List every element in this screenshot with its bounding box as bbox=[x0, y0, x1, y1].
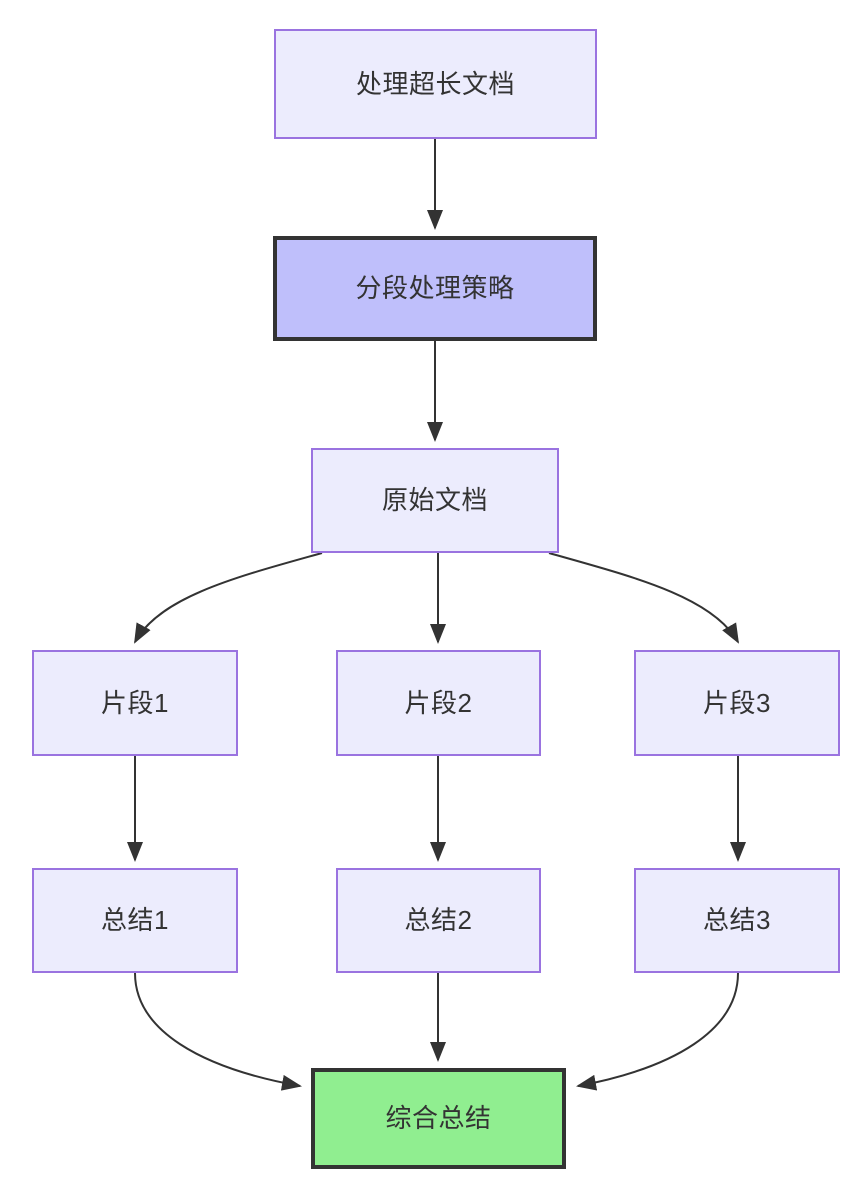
edge-n9-n10 bbox=[576, 972, 739, 1091]
node-fragment-2[interactable]: 片段2 bbox=[336, 650, 541, 756]
node-label: 处理超长文档 bbox=[355, 68, 515, 99]
node-summary-2[interactable]: 总结2 bbox=[336, 868, 541, 973]
node-summary-1[interactable]: 总结1 bbox=[32, 868, 238, 973]
node-fragment-3[interactable]: 片段3 bbox=[634, 650, 840, 756]
node-label: 片段2 bbox=[404, 687, 473, 718]
node-process-long-document[interactable]: 处理超长文档 bbox=[274, 29, 597, 139]
node-label: 片段3 bbox=[703, 687, 771, 718]
edge-n3-n6 bbox=[548, 552, 739, 644]
node-summary-3[interactable]: 总结3 bbox=[634, 868, 840, 973]
node-label: 综合总结 bbox=[385, 1103, 492, 1134]
node-fragment-1[interactable]: 片段1 bbox=[32, 650, 238, 756]
edge-n7-n10 bbox=[134, 972, 302, 1091]
node-chunking-strategy[interactable]: 分段处理策略 bbox=[273, 236, 597, 341]
node-label: 原始文档 bbox=[381, 485, 488, 516]
node-label: 总结2 bbox=[404, 905, 473, 936]
node-label: 总结3 bbox=[703, 905, 771, 936]
node-label: 总结1 bbox=[101, 905, 169, 936]
edge-n3-n4 bbox=[134, 552, 323, 644]
node-original-document[interactable]: 原始文档 bbox=[311, 448, 559, 553]
node-final-summary[interactable]: 综合总结 bbox=[311, 1068, 566, 1169]
node-label: 分段处理策略 bbox=[355, 273, 515, 304]
node-label: 片段1 bbox=[101, 687, 169, 718]
